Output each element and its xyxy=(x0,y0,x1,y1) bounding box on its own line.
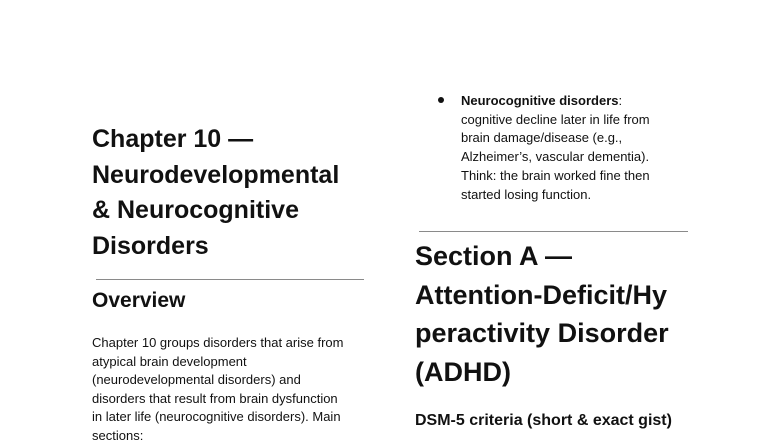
chapter-title-block: Chapter 10 — Neurodevelopmental & Neuroc… xyxy=(92,122,372,264)
overview-line: atypical brain development xyxy=(92,353,247,369)
section-title-line: Attention-Deficit/Hy xyxy=(415,279,667,310)
bullet-colon: : xyxy=(618,93,623,108)
bullet-icon xyxy=(438,97,444,103)
horizontal-divider xyxy=(96,279,364,280)
bullet-line: Think: the brain worked fine then xyxy=(461,167,650,183)
overview-heading: Overview xyxy=(92,289,186,312)
chapter-title-line: Disorders xyxy=(92,231,209,260)
dsm-criteria-heading: DSM-5 criteria (short & exact gist) xyxy=(415,412,672,429)
chapter-title-line: & Neurocognitive xyxy=(92,196,299,224)
bullet-line: brain damage/disease (e.g., xyxy=(461,130,623,146)
overview-line: disorders that result from brain dysfunc… xyxy=(92,390,338,406)
overview-paragraph: Chapter 10 groups disorders that arise f… xyxy=(92,334,372,441)
bullet-text: Neurocognitive disorders: cognitive decl… xyxy=(461,92,691,204)
overview-line: in later life (neurocognitive disorders)… xyxy=(92,409,341,425)
bullet-line: started losing function. xyxy=(461,186,592,202)
bullet-first-line: Neurocognitive disorders: xyxy=(461,92,691,111)
chapter-title: Chapter 10 — Neurodevelopmental & Neuroc… xyxy=(92,122,372,264)
bullet-line: cognitive decline later in life from xyxy=(461,111,650,127)
overview-line: Chapter 10 groups disorders that arise f… xyxy=(92,335,344,350)
chapter-title-line: Chapter 10 — xyxy=(92,125,254,153)
overview-line: sections: xyxy=(92,427,144,441)
section-title-line: peractivity Disorder xyxy=(415,318,669,348)
section-title-line: Section A — xyxy=(415,241,573,271)
bullet-line: Alzheimer’s, vascular dementia). xyxy=(461,149,650,165)
bullet-term: Neurocognitive disorders xyxy=(461,93,619,108)
section-a-title: Section A — Attention-Deficit/Hy peracti… xyxy=(415,237,669,391)
overview-line: (neurodevelopmental disorders) and xyxy=(92,372,301,388)
horizontal-divider xyxy=(419,231,688,232)
section-title-line: (ADHD) xyxy=(415,356,511,387)
chapter-title-line: Neurodevelopmental xyxy=(92,160,340,189)
